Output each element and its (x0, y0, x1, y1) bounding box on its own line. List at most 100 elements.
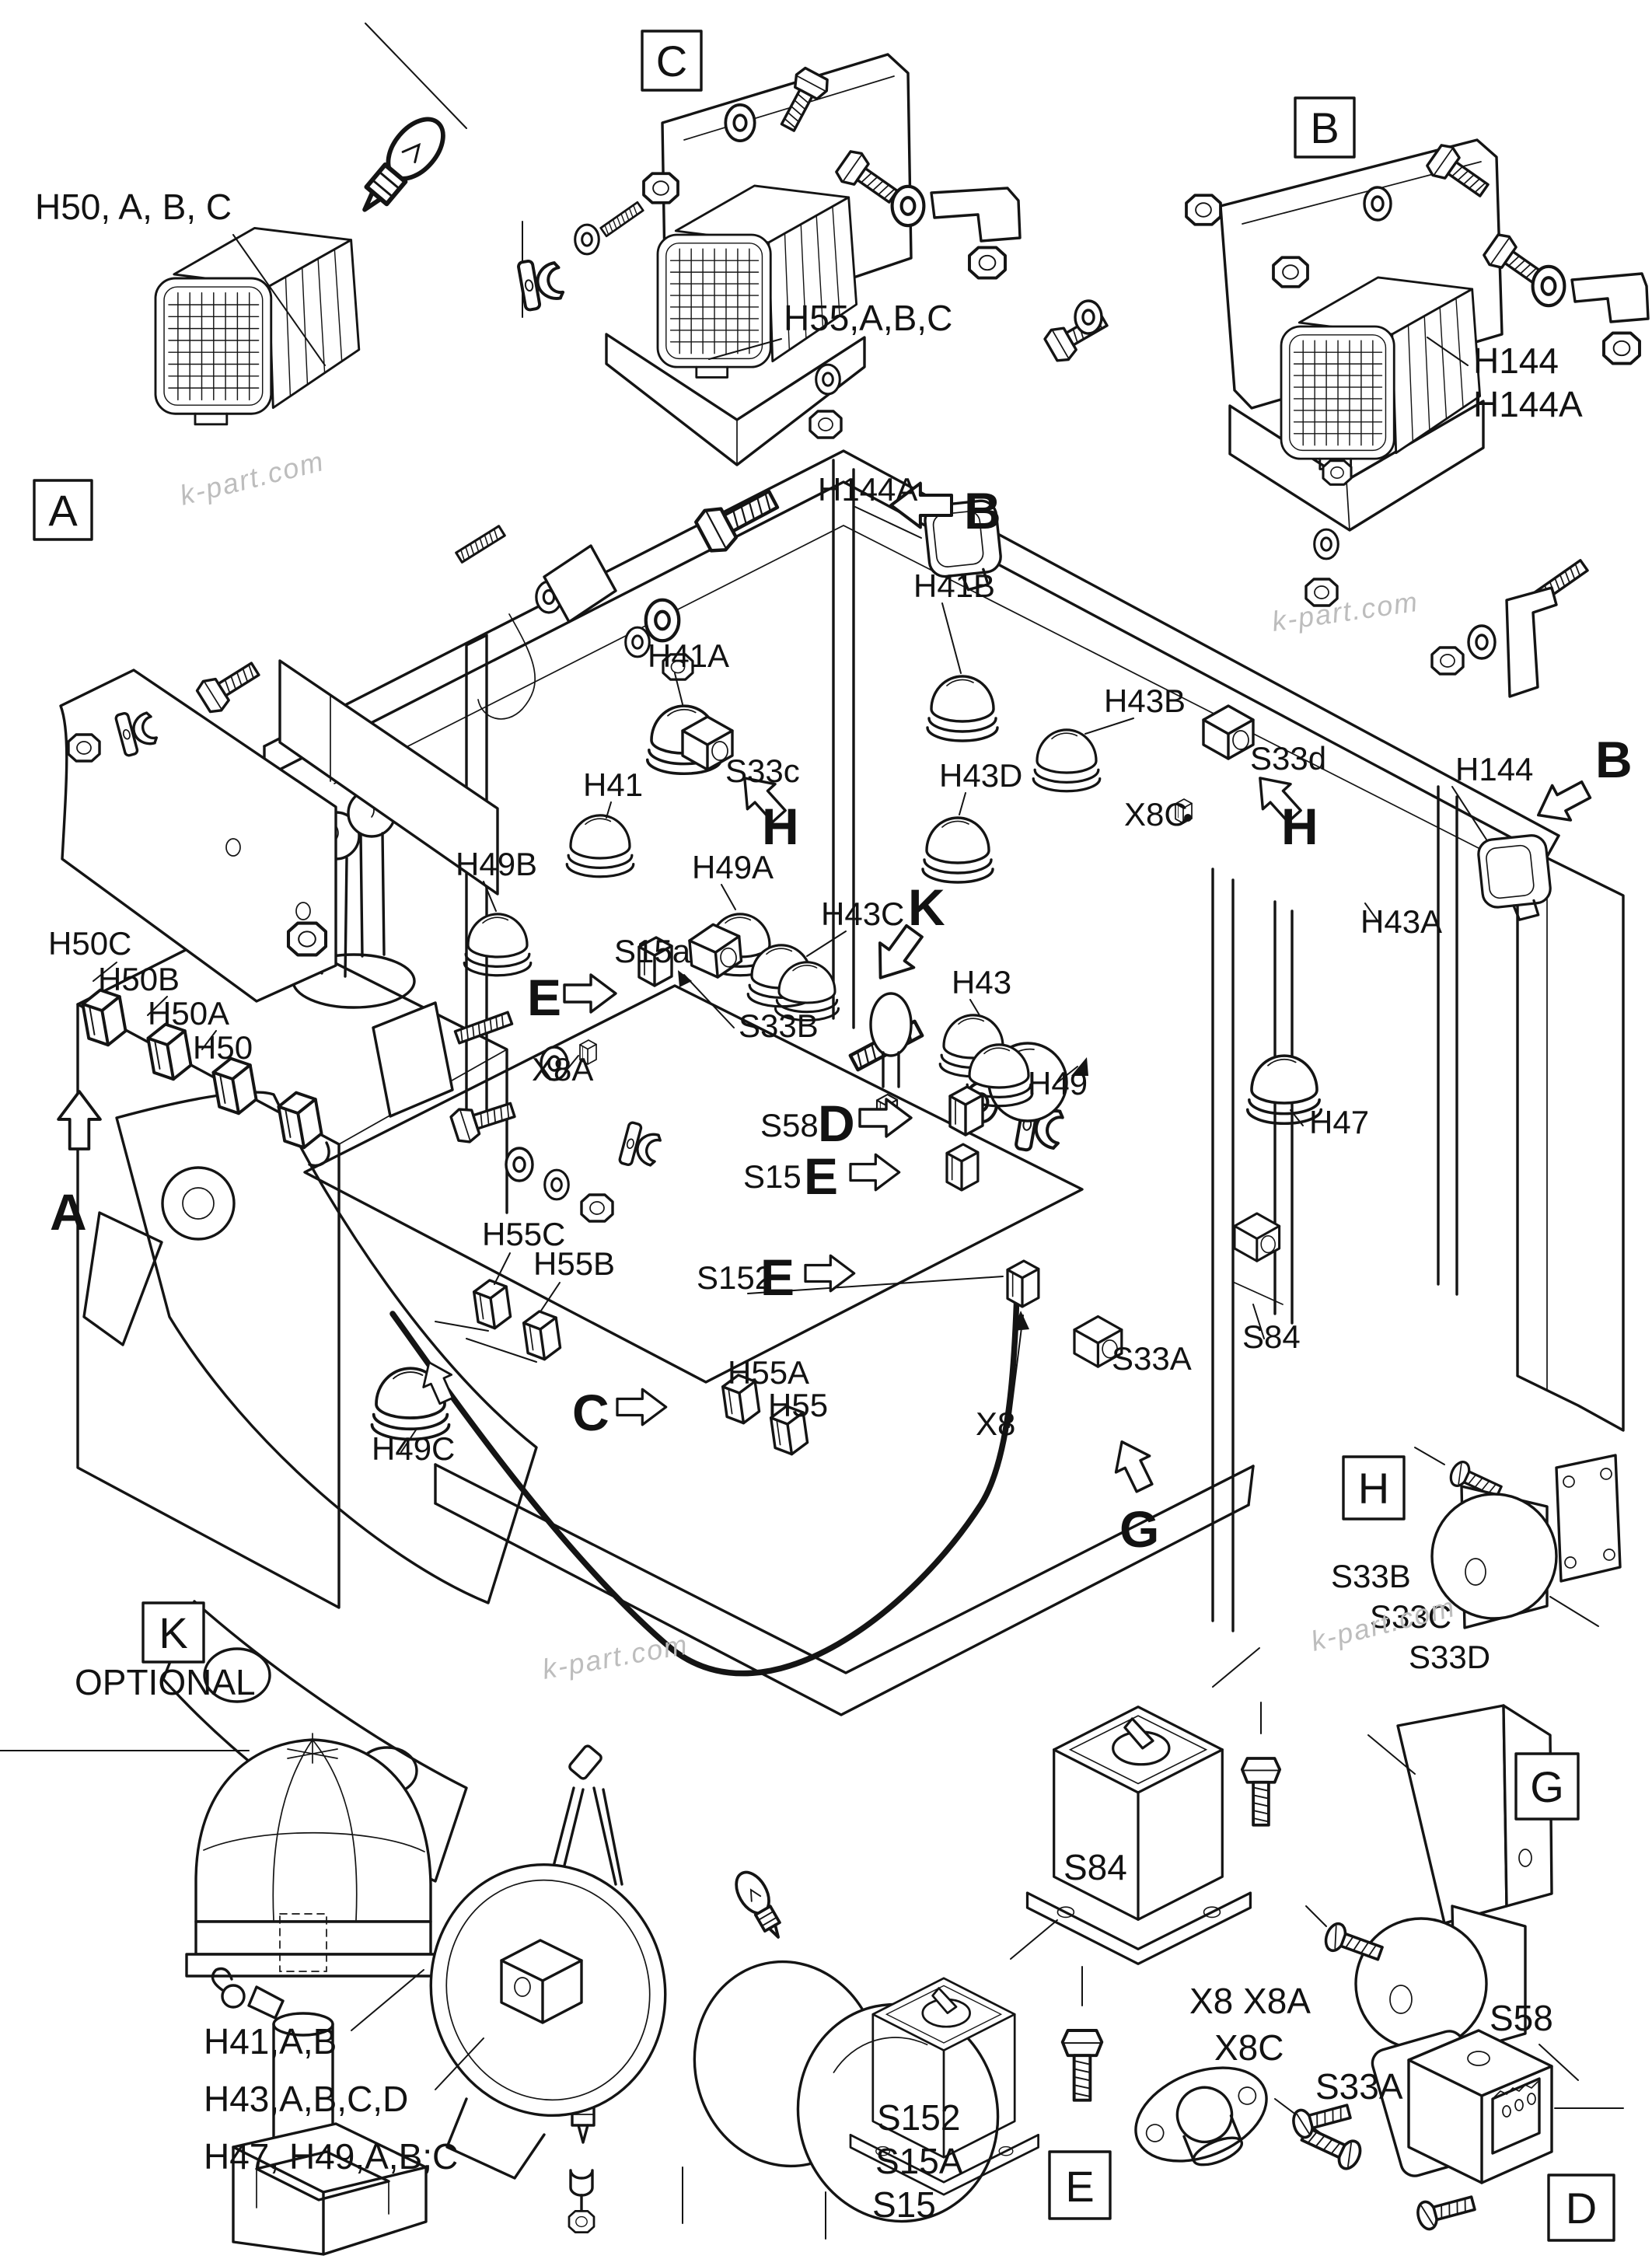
label-h41a: H41A (648, 637, 729, 674)
label-h43c: H43C (821, 896, 904, 932)
box-d (1547, 2173, 1615, 2242)
callout-h1: H (762, 798, 799, 855)
washer (1363, 186, 1392, 222)
label-s33c: S33c (725, 752, 800, 789)
label-x8a: X8A (532, 1051, 593, 1088)
label-s152-btm: S152 (877, 2097, 960, 2138)
nut (288, 924, 326, 955)
label-h55a: H55A (728, 1354, 809, 1391)
label-h49b: H49B (456, 846, 537, 882)
box-b (1294, 96, 1356, 159)
label-h144a-mid: H144A (818, 471, 917, 508)
connector-h55b (521, 1308, 563, 1363)
screw (1413, 2188, 1479, 2233)
callout-e2: E (804, 1147, 838, 1205)
box-e-letter: E (1065, 2162, 1094, 2211)
bolt (693, 480, 784, 556)
connector-s58 (948, 1085, 984, 1136)
label-x8-x8a-btm: X8 X8A (1189, 1981, 1311, 2021)
box-a-letter: A (48, 486, 78, 535)
connector-h55c (471, 1276, 513, 1332)
box-d-letter: D (1566, 2184, 1597, 2233)
beacon-mid (869, 992, 913, 1126)
label-h41: H41 (583, 766, 643, 803)
arrow-d (858, 1098, 913, 1138)
connector-s58-body (1407, 2029, 1553, 2184)
callout-k1: K (908, 878, 945, 936)
label-s15-btm: S15 (872, 2184, 936, 2225)
washer (892, 187, 924, 225)
label-s33c-btm: S33C (1370, 1598, 1451, 1635)
horn-h41 (565, 814, 635, 878)
alarm-h144 (1477, 834, 1552, 921)
label-s15a: S15a (614, 933, 691, 969)
washer (1533, 267, 1565, 306)
label-h50: H50 (193, 1029, 253, 1066)
label-h50b: H50B (98, 961, 180, 997)
bracket (1396, 1704, 1508, 1925)
box-h-letter: H (1358, 1464, 1389, 1513)
horn-h49b (463, 913, 533, 977)
work-lamp (154, 226, 361, 426)
bolt (193, 653, 266, 718)
washer (724, 103, 756, 142)
bulb-socket (569, 2169, 594, 2197)
nut (67, 733, 101, 763)
box-h (1342, 1455, 1406, 1521)
washer (543, 1168, 570, 1201)
label-h47: H47 (1309, 1104, 1369, 1140)
connector-s15 (945, 1143, 980, 1192)
nut (968, 246, 1007, 280)
label-s33d: S33d (1250, 740, 1326, 777)
group-bottom-s152-switch (849, 1919, 1104, 2196)
group-c-lamp (516, 53, 1114, 466)
label-h55c: H55C (482, 1216, 565, 1252)
lamp-bracket (278, 659, 499, 896)
box-e (1048, 2150, 1112, 2220)
label-s33b-btm: S33B (1331, 1558, 1411, 1594)
arrow-b2 (1528, 770, 1597, 834)
nut (809, 410, 843, 439)
label-h50a: H50A (148, 995, 229, 1032)
stud (455, 525, 506, 564)
box-g-letter: G (1530, 1762, 1564, 1811)
group-h-s33bcd (1414, 1447, 1622, 1629)
nut (642, 172, 679, 204)
screw (1321, 1919, 1387, 1968)
bolt (1060, 2029, 1104, 2102)
nut (580, 1193, 614, 1223)
washer (624, 626, 651, 658)
label-h144-right: H144 (1455, 751, 1533, 787)
label-s84-mid: S84 (1242, 1318, 1301, 1355)
legend-line-2: H43,A,B,C,D (204, 2079, 408, 2119)
horn-s33a-face (1354, 1917, 1488, 2051)
horn-h43d (921, 816, 994, 884)
label-s58-btm: S58 (1490, 1998, 1553, 2038)
strap-bracket (372, 1001, 454, 1118)
label-x8c-btm: X8C (1214, 2027, 1284, 2068)
callout-letters: A B B H H K E D E E C G (50, 482, 1633, 1558)
horn-h41b (926, 675, 999, 742)
label-optional: OPTIONAL (75, 1662, 256, 1702)
bulb (348, 109, 454, 223)
arrow-a (57, 1090, 102, 1150)
group-bottom-x8 (1134, 2066, 1366, 2173)
box-g (1514, 1752, 1580, 1821)
strap-bracket (543, 544, 617, 623)
group-bottom-s84-switch (1025, 1647, 1282, 1965)
mid-parts (79, 499, 1552, 1458)
legend-line-3: H47, H49,A,B;C (204, 2136, 458, 2177)
horn-h43b (1032, 728, 1102, 793)
box-c-letter: C (656, 37, 687, 86)
arrow-c2 (616, 1388, 668, 1426)
nut (1272, 256, 1309, 288)
callout-a: A (50, 1183, 87, 1241)
box-a (33, 479, 93, 541)
label-h43: H43 (952, 964, 1011, 1000)
callout-c2: C (572, 1384, 609, 1441)
group-d-s58 (1289, 2029, 1624, 2233)
connector-s152 (1006, 1259, 1040, 1308)
beacon-dome (194, 1738, 432, 1923)
